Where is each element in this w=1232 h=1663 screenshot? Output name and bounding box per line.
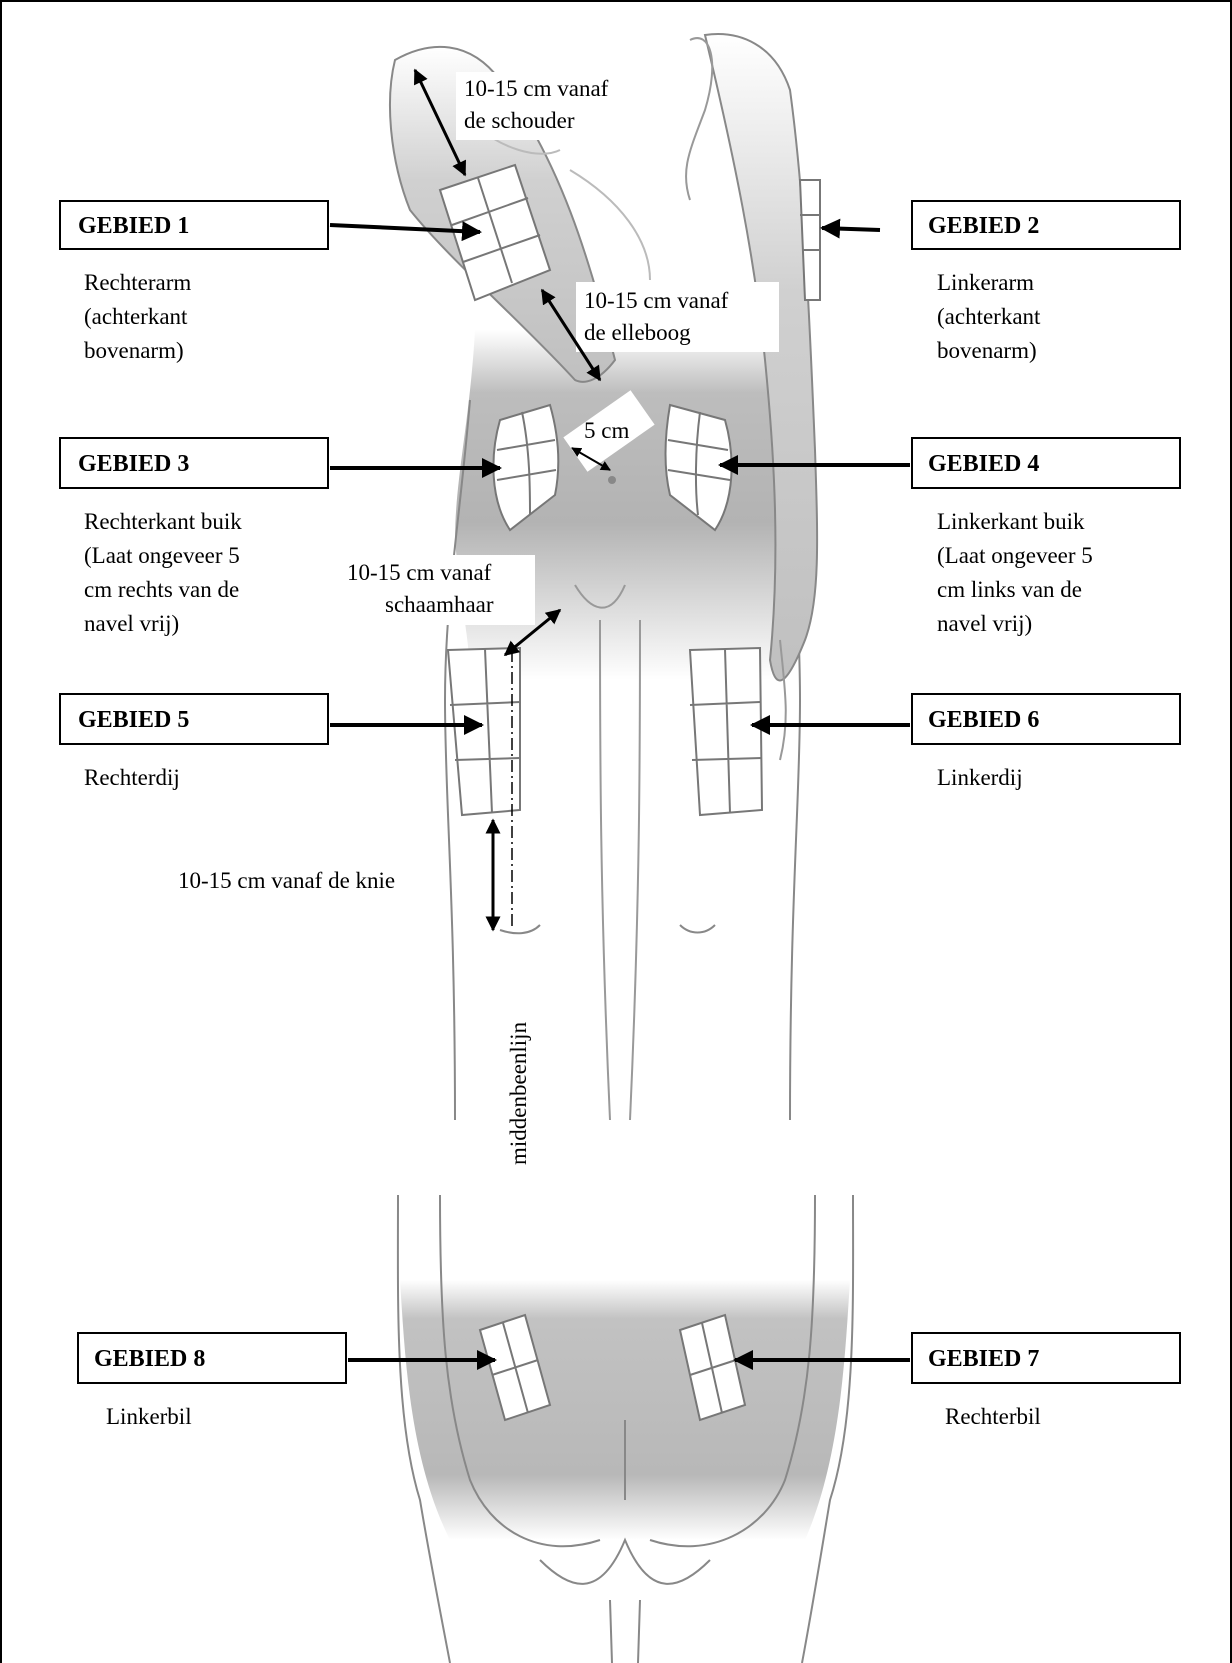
area-2-desc: Linkerarm (achterkant bovenarm) [937,270,1046,363]
area-4-desc: Linkerkant buik (Laat ongeveer 5 cm link… [937,509,1099,636]
area-1-desc: Rechterarm (achterkant bovenarm) [84,270,197,363]
area-8-desc: Linkerbil [106,1404,192,1429]
area-5-label: GEBIED 5 [78,707,189,733]
area-7-desc: Rechterbil [945,1404,1041,1429]
grid-area-5 [448,648,520,815]
buttocks-shape [400,1280,850,1540]
area-6-label: GEBIED 6 [928,707,1039,733]
midline-label: middenbeenlijn [506,1021,531,1165]
area-1-label: GEBIED 1 [78,213,189,239]
navel-distance-label: 5 cm [584,418,629,443]
knee-distance-label: 10-15 cm vanaf de knie [178,868,395,893]
grid-area-6 [690,648,762,815]
area-3-desc: Rechterkant buik (Laat ongeveer 5 cm rec… [84,509,248,636]
back-body-figure [398,1195,853,1663]
area-7-label: GEBIED 7 [928,1346,1039,1372]
area-6-desc: Linkerdij [937,765,1023,790]
area-2-label: GEBIED 2 [928,213,1039,239]
area-3-label: GEBIED 3 [78,451,189,477]
area-4-label: GEBIED 4 [928,451,1039,477]
area-5-desc: Rechterdij [84,765,180,790]
area-8-label: GEBIED 8 [94,1346,205,1372]
